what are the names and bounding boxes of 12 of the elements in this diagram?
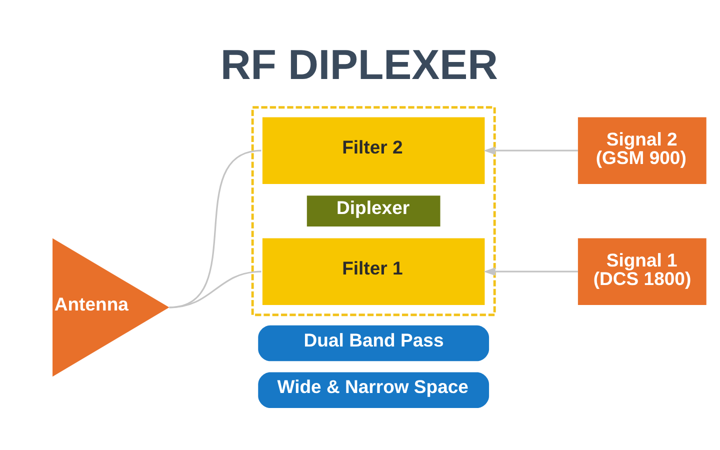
node-box: Wide & Narrow Space (258, 372, 490, 408)
node-box: Dual Band Pass (258, 325, 490, 362)
node-box: Signal 1 (DCS 1800) (578, 238, 706, 305)
node-box: Diplexer (306, 196, 440, 227)
node-box: Filter 2 (262, 117, 485, 184)
connector (169, 150, 262, 308)
node-box: Signal 2 (GSM 900) (578, 117, 706, 184)
diagram-title: RF DIPLEXER (220, 41, 498, 88)
node-box: Filter 1 (262, 238, 485, 305)
connector (169, 270, 262, 308)
arrow (484, 146, 578, 155)
arrow (484, 267, 578, 276)
